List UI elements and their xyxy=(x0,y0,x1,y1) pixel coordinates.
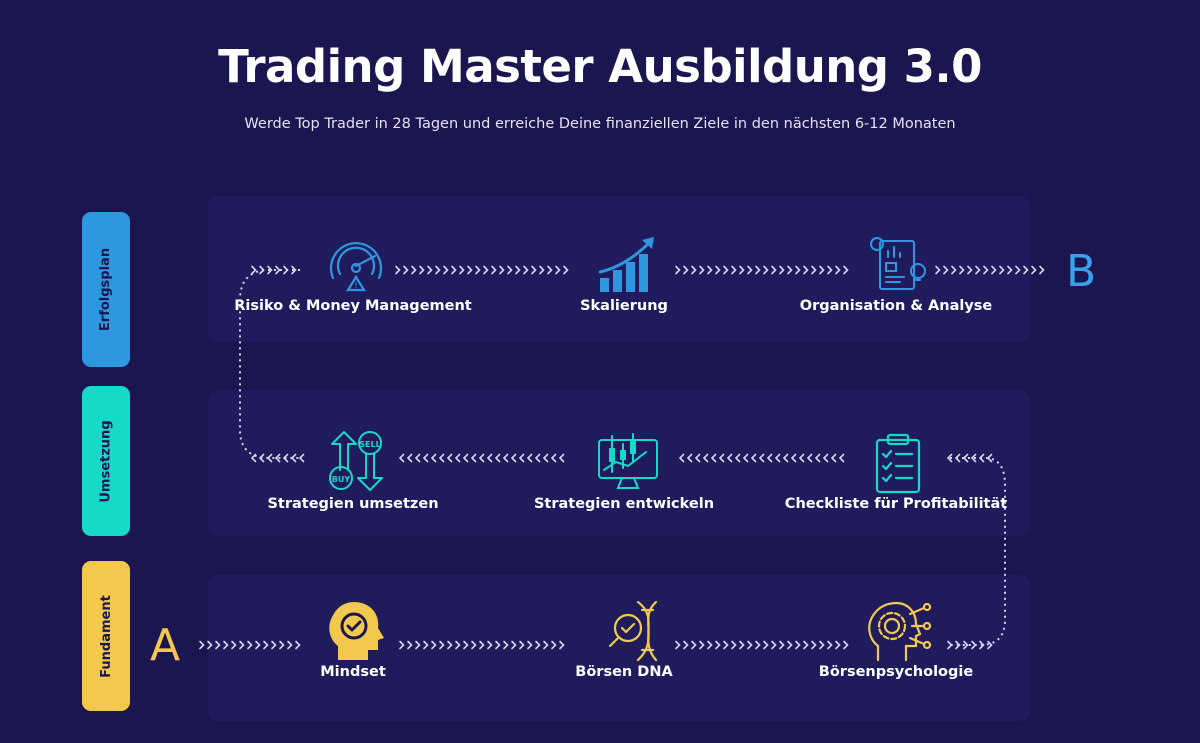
svg-text:BUY: BUY xyxy=(332,475,351,484)
page-subtitle: Werde Top Trader in 28 Tagen und erreich… xyxy=(244,116,956,132)
candlestick-monitor-icon xyxy=(598,433,658,489)
step-checkliste-profitabilitaet: Checkliste für Profitabilität xyxy=(784,496,1008,512)
arrow-chain-row2-left xyxy=(250,453,305,463)
step-boersenpsychologie: Börsenpsychologie xyxy=(818,664,974,680)
arrow-chain-to-b xyxy=(935,265,1045,275)
arrow-chain-row2-b xyxy=(678,453,845,463)
arrow-chain-row1-a xyxy=(395,265,569,275)
brain-gear-icon xyxy=(868,601,932,662)
arrow-chain-from-a xyxy=(199,640,301,650)
page-title: Trading Master Ausbildung 3.0 xyxy=(218,40,982,93)
start-point-a: A xyxy=(150,620,181,671)
step-strategien-entwickeln: Strategien entwickeln xyxy=(533,496,715,512)
step-risiko-money-management: Risiko & Money Management xyxy=(234,298,472,314)
arrow-chain-start-row1 xyxy=(251,265,297,275)
gauge-risk-icon: ! xyxy=(329,242,383,292)
stage-erfolgsplan: Erfolgsplan xyxy=(82,212,130,367)
checklist-clipboard-icon xyxy=(875,433,921,494)
svg-text:!: ! xyxy=(354,281,358,291)
stage-umsetzung: Umsetzung xyxy=(82,386,130,536)
end-point-b: B xyxy=(1066,246,1097,297)
analysis-board-icon xyxy=(870,237,926,290)
connector-left xyxy=(239,269,300,459)
arrow-chain-row2-a xyxy=(398,453,565,463)
buy-sell-icon: SELL BUY xyxy=(329,431,383,491)
connector-right xyxy=(950,457,1006,646)
step-strategien-umsetzen: Strategien umsetzen xyxy=(267,496,439,512)
growth-chart-icon xyxy=(598,237,654,292)
arrow-chain-row3-b xyxy=(675,640,849,650)
step-skalierung: Skalierung xyxy=(580,298,668,314)
step-boersen-dna: Börsen DNA xyxy=(575,664,673,680)
stage-fundament: Fundament xyxy=(82,561,130,711)
step-organisation-analyse: Organisation & Analyse xyxy=(799,298,993,314)
arrow-chain-row3-a xyxy=(399,640,565,650)
mindset-head-icon xyxy=(329,602,384,660)
arrow-chain-row1-b xyxy=(675,265,849,275)
row-panel-erfolgsplan xyxy=(208,196,1030,342)
dna-magnifier-icon xyxy=(608,600,658,662)
svg-text:SELL: SELL xyxy=(359,440,380,449)
step-mindset: Mindset xyxy=(320,664,386,680)
